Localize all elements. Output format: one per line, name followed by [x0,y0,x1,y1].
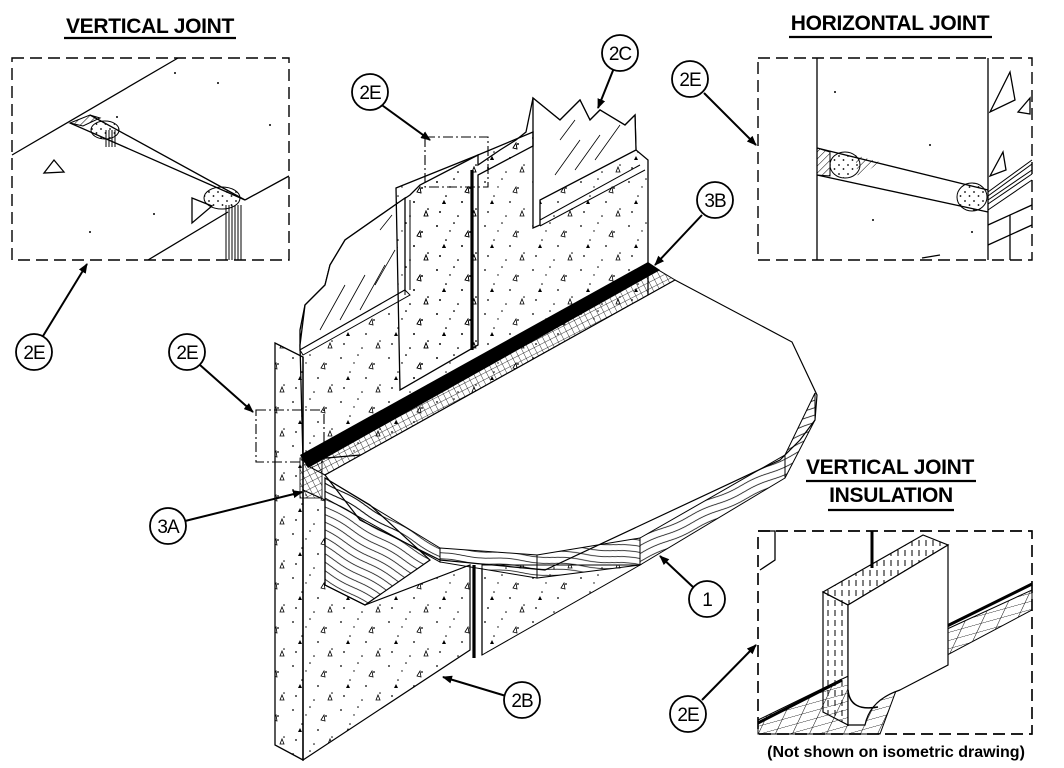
leader-arrow [703,92,757,146]
leader-arrow [184,490,303,522]
callout-bubble [688,580,726,618]
leader-arrow [654,214,703,266]
detail-frame [757,57,1033,261]
callout-3b[interactable]: 3B [654,181,734,266]
callout-bubble [351,73,389,111]
callout-bubble [669,695,707,733]
callout-2e-side[interactable]: 2E [168,333,254,413]
callout-bubble [696,181,734,219]
callout-label: 2E [176,343,198,364]
vertical-joint-insulation-detail: VERTICAL JOINT INSULATION [757,456,1033,735]
callout-label: 2E [359,83,381,104]
vertical-joint-detail: VERTICAL JOINT [11,15,290,261]
callout-label: 2E [23,343,45,364]
leader-arrow [597,67,615,109]
callout-2e-top[interactable]: 2E [351,73,431,141]
leader-arrow [442,675,507,697]
leader-arrow [42,263,88,337]
callout-2e-vertical-joint[interactable]: 2E [15,263,88,371]
main-isometric [255,96,818,762]
callout-2b[interactable]: 2B [442,675,541,719]
callout-2e-insulation[interactable]: 2E [669,644,757,733]
callout-2e-horizontal-joint[interactable]: 2E [671,60,757,146]
callout-bubble [503,681,541,719]
horizontal-joint-detail: HORIZONTAL JOINT [757,12,1033,261]
callout-bubble [15,333,53,371]
callout-bubble [149,507,187,545]
leader-arrow [701,644,757,701]
not-shown-note: (Not shown on isometric drawing) [767,744,1025,761]
leader-arrow [378,102,431,141]
leader-arrow [199,364,254,413]
callout-bubble [168,333,206,371]
detail-frame [11,57,290,261]
leader-arrow [659,555,694,588]
insulation-title-line2: INSULATION [829,484,953,507]
callout-label: 3A [157,517,180,538]
callout-label: 3B [704,191,726,212]
callout-label: 2C [609,44,632,65]
callout-3a[interactable]: 3A [149,490,303,545]
vertical-joint-title: VERTICAL JOINT [66,15,235,38]
callout-2c[interactable]: 2C [597,34,639,109]
insulation-title-line1: VERTICAL JOINT [806,456,975,479]
callout-label: 2B [511,691,533,712]
callout-bubble [601,34,639,72]
horizontal-joint-title: HORIZONTAL JOINT [791,12,990,35]
callout-label: 2E [679,70,701,91]
callout-1[interactable]: 1 [659,555,726,618]
callout-label: 2E [677,705,699,726]
callout-bubble [671,60,709,98]
callout-label: 1 [702,590,712,611]
